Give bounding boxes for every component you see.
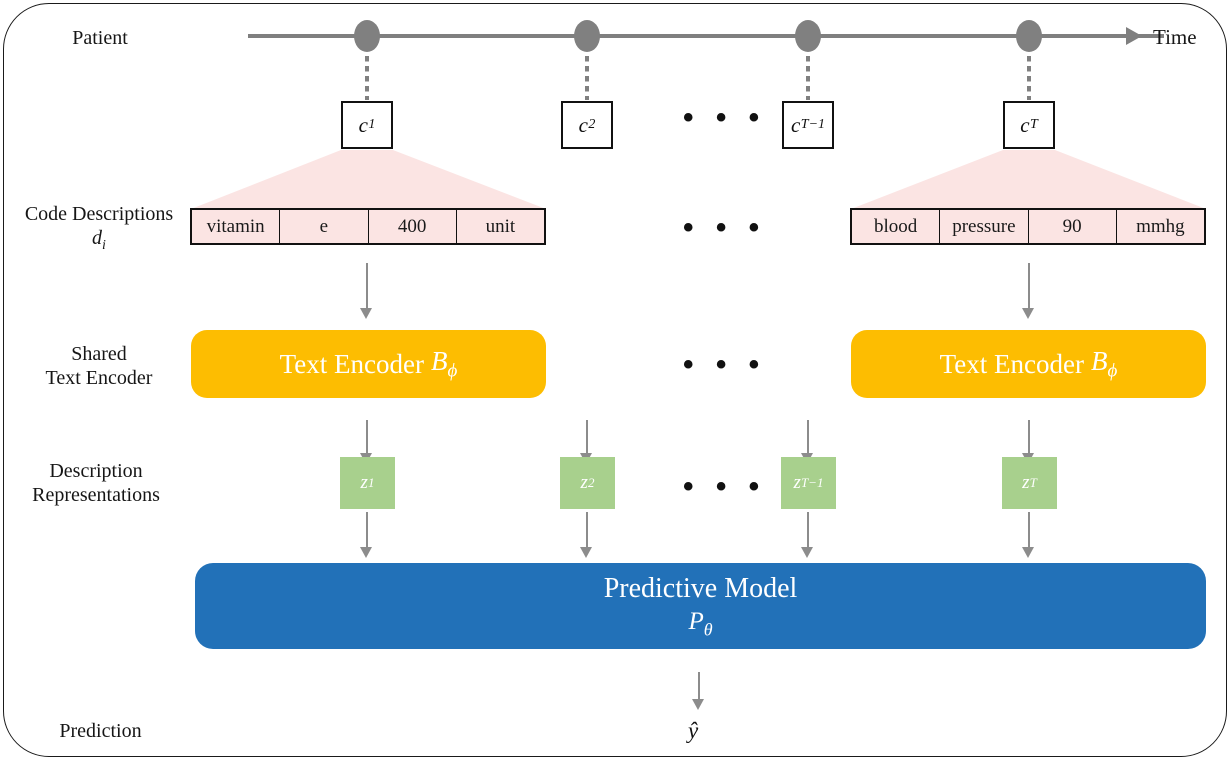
arrow-shaft-model-to-output bbox=[698, 672, 701, 702]
code-box-c2-base: c bbox=[578, 112, 588, 137]
arrow-shaft-encoder-to-z1 bbox=[366, 420, 369, 456]
row-label-desc-reps-line1: Description bbox=[49, 460, 143, 482]
description-table-c1[interactable]: vitamin e 400 unit bbox=[190, 208, 546, 245]
predictive-model-title: Predictive Model bbox=[603, 572, 798, 604]
text-encoder-symbol-right: Bϕ bbox=[1090, 345, 1118, 382]
description-table-cT[interactable]: blood pressure 90 mmhg bbox=[850, 208, 1206, 245]
row-label-code-descriptions: Code Descriptions di bbox=[8, 203, 190, 254]
arrow-shaft-encoder-to-zT bbox=[1028, 420, 1031, 456]
output-label-yhat: ŷ bbox=[688, 718, 699, 743]
timeline-dot-visit-2 bbox=[574, 20, 600, 52]
row-label-patient: Patient bbox=[72, 27, 128, 49]
representation-box-z2-sub: 2 bbox=[587, 475, 595, 490]
arrow-shaft-z2-to-model bbox=[586, 512, 589, 550]
code-box-c1-sub: 1 bbox=[368, 117, 376, 132]
connector-dash-visit-4 bbox=[1027, 56, 1031, 100]
predictive-model-symbol: Pθ bbox=[688, 607, 713, 639]
code-box-c1-base: c bbox=[358, 112, 368, 137]
arrow-shaft-z1-to-model bbox=[366, 512, 369, 550]
timeline-dot-visit-3 bbox=[795, 20, 821, 52]
code-box-cT-minus-1-sub: T−1 bbox=[800, 117, 826, 132]
connector-dash-visit-2 bbox=[585, 56, 589, 100]
description-token-cell: 400 bbox=[369, 210, 457, 243]
arrow-head-zT-to-model-icon bbox=[1022, 547, 1034, 558]
arrow-head-z2-to-model-icon bbox=[580, 547, 592, 558]
code-box-c2-sub: 2 bbox=[588, 117, 596, 132]
ellipsis-encoder-row: • • • bbox=[683, 348, 767, 381]
code-box-cT-minus-1-base: c bbox=[790, 112, 801, 137]
text-encoder-label-right: Text Encoder bbox=[939, 348, 1084, 379]
ellipsis-representation-row: • • • bbox=[683, 470, 767, 503]
timeline-label-time: Time bbox=[1153, 25, 1197, 49]
description-token-cell: blood bbox=[852, 210, 941, 243]
arrow-shaft-zT-minus-1-to-model bbox=[807, 512, 810, 550]
arrow-head-desc-to-encoder-2-icon bbox=[1022, 308, 1034, 319]
arrow-shaft-desc-to-encoder-2 bbox=[1028, 263, 1031, 311]
arrow-shaft-encoder-to-z2 bbox=[586, 420, 589, 456]
representation-box-z1-base: z bbox=[360, 472, 368, 493]
row-label-shared-line1: Shared bbox=[71, 343, 127, 365]
timeline-arrowhead-icon bbox=[1126, 27, 1142, 45]
timeline-dot-visit-4 bbox=[1016, 20, 1042, 52]
text-encoder-symbol-left: Bϕ bbox=[430, 345, 458, 382]
ellipsis-description-row: • • • bbox=[683, 211, 767, 244]
arrow-shaft-encoder-to-zT-minus-1 bbox=[807, 420, 810, 456]
predictive-model-block[interactable]: Predictive Model Pθ bbox=[195, 563, 1206, 649]
description-token-cell: pressure bbox=[940, 210, 1029, 243]
row-label-prediction: Prediction bbox=[59, 720, 142, 742]
arrow-head-z1-to-model-icon bbox=[360, 547, 372, 558]
description-token-cell: mmhg bbox=[1136, 215, 1185, 237]
connector-dash-visit-1 bbox=[365, 56, 369, 100]
connector-dash-visit-3 bbox=[806, 56, 810, 100]
representation-box-zT-sub: T bbox=[1029, 475, 1037, 490]
description-token-cell: 90 bbox=[1029, 210, 1117, 243]
arrow-head-desc-to-encoder-1-icon bbox=[360, 308, 372, 319]
code-box-cT-base: c bbox=[1020, 112, 1030, 137]
ellipsis-code-row: • • • bbox=[683, 101, 767, 134]
arrow-head-model-to-output-icon bbox=[692, 699, 704, 710]
row-label-shared-line2: Text Encoder bbox=[45, 366, 153, 389]
arrow-shaft-desc-to-encoder-1 bbox=[366, 263, 369, 311]
description-token-cell: unit bbox=[485, 215, 516, 237]
representation-box-zT-minus-1-sub: T−1 bbox=[800, 475, 824, 490]
representation-box-z1-sub: 1 bbox=[367, 475, 375, 490]
row-label-description-representations: Description Representations bbox=[0, 460, 192, 507]
description-token-cell: e bbox=[280, 210, 369, 243]
arrow-shaft-zT-to-model bbox=[1028, 512, 1031, 550]
row-label-shared-text-encoder: Shared Text Encoder bbox=[8, 343, 190, 390]
representation-box-zT-base: z bbox=[1022, 472, 1030, 493]
row-label-code-descriptions-symbol: di bbox=[92, 226, 106, 253]
row-label-code-descriptions-line1: Code Descriptions bbox=[24, 203, 174, 225]
timeline-axis bbox=[248, 34, 1164, 38]
arrow-head-zT-minus-1-to-model-icon bbox=[801, 547, 813, 558]
representation-box-zT-minus-1-base: z bbox=[793, 472, 801, 493]
text-encoder-label-left: Text Encoder bbox=[279, 348, 424, 379]
code-box-cT-sub: T bbox=[1030, 117, 1038, 132]
timeline-dot-visit-1 bbox=[354, 20, 380, 52]
description-token-cell: vitamin bbox=[192, 210, 281, 243]
row-label-desc-reps-line2: Representations bbox=[32, 483, 160, 506]
representation-box-z2-base: z bbox=[580, 472, 588, 493]
